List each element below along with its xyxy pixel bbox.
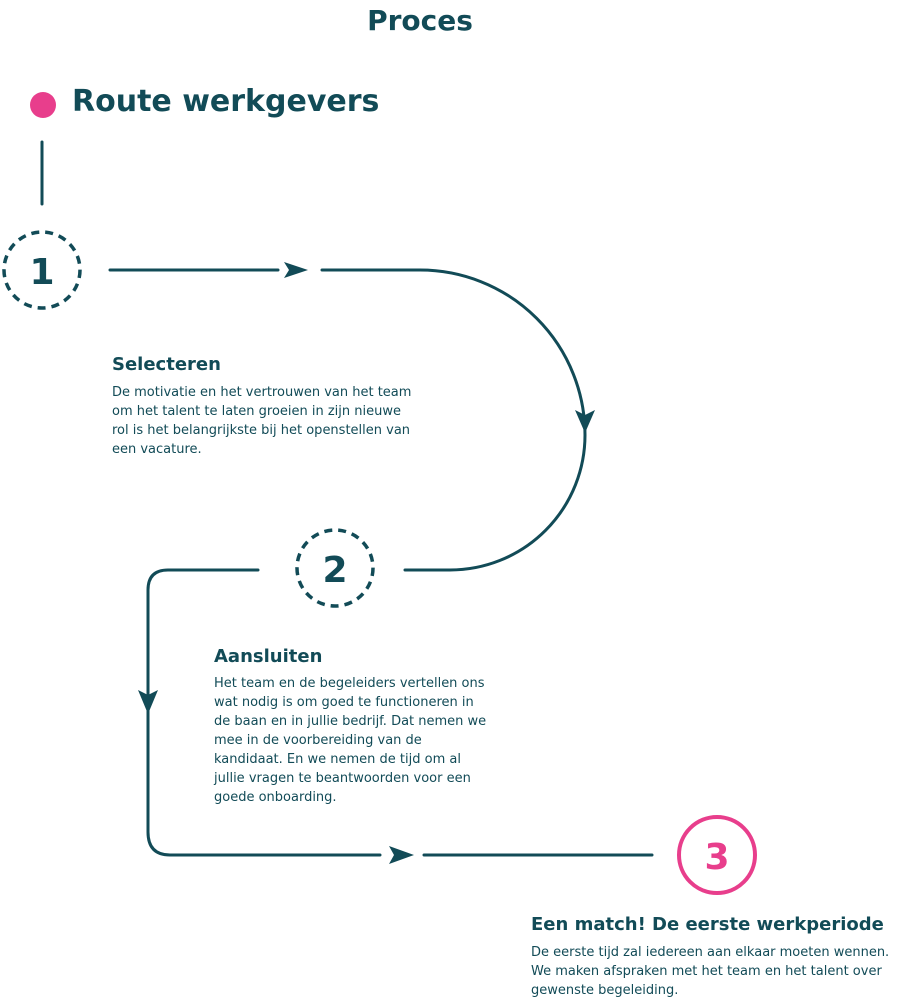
step-2-line: Het team en de begeleiders vertellen ons [214,676,485,691]
step-1-line: rol is het belangrijkste bij het openste… [112,423,411,438]
page-title: Proces [367,4,473,37]
arrow-down-2 [138,690,158,714]
step-1-title: Selecteren [112,354,221,375]
step-3-description: De eerste tijd zal iedereen aan elkaar m… [531,943,889,1000]
step-3-circle [677,815,757,895]
step-2-line: wat nodig is om goed te functioneren in [214,695,474,710]
step-1-line: een vacature. [112,442,202,457]
step-3-line: gewenste begeleiding. [531,983,679,998]
route-bullet [30,92,56,118]
step-1-description: De motivatie en het vertrouwen van het t… [112,383,411,459]
step-3-number: 3 [704,837,729,878]
step-2-line: kandidaat. En we nemen de tijd om al [214,752,461,767]
step-1-number: 1 [29,252,54,293]
arrow-right-1 [284,262,308,278]
step-2-number: 2 [322,550,347,591]
step-3-line: We maken afspraken met het team en het t… [531,964,882,979]
step-1-line: De motivatie en het vertrouwen van het t… [112,385,412,400]
route-title: Route werkgevers [72,84,380,119]
arrow-down-curve [575,410,595,433]
arrow-right-3 [389,846,414,864]
step-3-title: Een match! De eerste werkperiode [531,914,884,935]
step-2-line: mee in de voorbereiding van de [214,733,422,748]
step-2-line: goede onboarding. [214,790,337,805]
step-2-description: Het team en de begeleiders vertellen ons… [214,674,486,807]
step-1-line: om het talent te laten groeien in zijn n… [112,404,401,419]
step-2-line: de baan en in jullie bedrijf. Dat nemen … [214,714,487,729]
step-3-line: De eerste tijd zal iedereen aan elkaar m… [531,945,890,960]
step-2-title: Aansluiten [214,646,323,667]
step-2-circle [295,528,375,608]
step-1-circle [2,230,82,310]
step-2-line: jullie vragen te beantwoorden voor een [214,771,471,786]
